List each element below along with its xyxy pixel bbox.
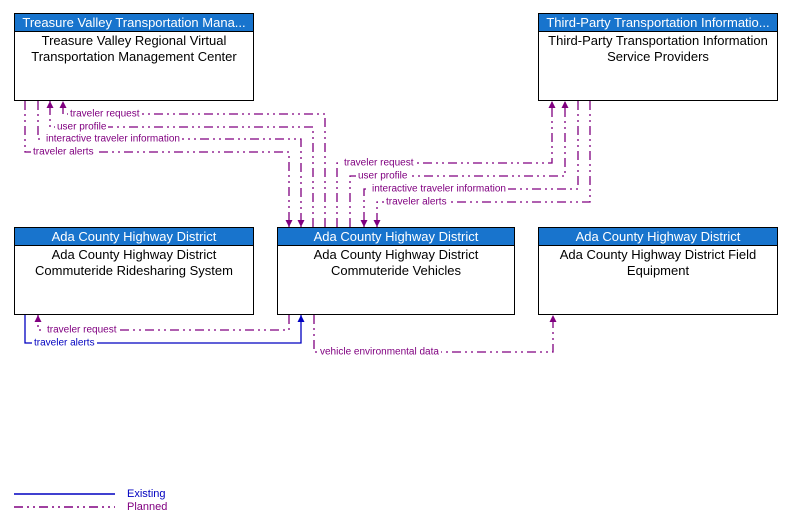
flow-label-interactive-traveler-information[interactable]: interactive traveler information <box>44 133 182 145</box>
flow-label-interactive-traveler-information[interactable]: interactive traveler information <box>370 183 508 195</box>
flow-arrowhead <box>360 220 368 227</box>
entity-box-commuteride-vehicles[interactable]: Ada County Highway District Ada County H… <box>277 227 515 315</box>
flow-label-traveler-alerts[interactable]: traveler alerts <box>384 196 449 208</box>
flow-arrowhead <box>34 315 42 322</box>
entity-box-commuteride-ridesharing[interactable]: Ada County Highway District Ada County H… <box>14 227 254 315</box>
flow-line-user-profile <box>49 101 314 227</box>
entity-box-treasure-valley-tmc[interactable]: Treasure Valley Transportation Mana... T… <box>14 13 254 101</box>
flow-label-user-profile[interactable]: user profile <box>55 121 109 133</box>
flow-arrowhead <box>549 315 557 322</box>
entity-header: Treasure Valley Transportation Mana... <box>15 14 253 32</box>
flow-arrowhead <box>46 101 54 108</box>
entity-header: Ada County Highway District <box>539 228 777 246</box>
legend-label-existing: Existing <box>127 488 166 500</box>
flow-line-traveler-request <box>336 101 553 227</box>
flow-arrowhead <box>297 220 305 227</box>
entity-body-text: Ada County Highway District Commuteride … <box>313 247 479 278</box>
flow-arrowhead <box>548 101 556 108</box>
entity-body-text: Third-Party Transportation Information S… <box>548 33 768 64</box>
flow-label-vehicle-environmental-data[interactable]: vehicle environmental data <box>318 346 441 358</box>
flow-line-traveler-alerts <box>24 315 302 344</box>
entity-box-field-equipment[interactable]: Ada County Highway District Ada County H… <box>538 227 778 315</box>
flow-label-user-profile[interactable]: user profile <box>356 170 410 182</box>
flow-label-traveler-request[interactable]: traveler request <box>342 157 416 169</box>
legend-label-planned: Planned <box>127 501 168 513</box>
flow-line-traveler-request <box>37 315 290 331</box>
entity-header: Third-Party Transportation Informatio... <box>539 14 777 32</box>
flow-line-traveler-request <box>62 101 326 227</box>
entity-body-text: Ada County Highway District Field Equipm… <box>559 247 757 278</box>
flow-line-traveler-alerts <box>376 101 591 227</box>
entity-body-text: Treasure Valley Regional Virtual Transpo… <box>31 33 237 64</box>
flow-arrowhead <box>561 101 569 108</box>
flow-line-interactive-traveler-information <box>37 101 302 227</box>
flow-line-user-profile <box>349 101 566 227</box>
entity-header: Ada County Highway District <box>15 228 253 246</box>
flow-arrowhead <box>285 220 293 227</box>
entity-box-third-party-providers[interactable]: Third-Party Transportation Informatio...… <box>538 13 778 101</box>
flow-line-traveler-alerts <box>24 101 290 227</box>
flow-arrowhead <box>373 220 381 227</box>
flow-label-traveler-alerts[interactable]: traveler alerts <box>31 146 96 158</box>
flow-label-traveler-request[interactable]: traveler request <box>68 108 142 120</box>
entity-header: Ada County Highway District <box>278 228 514 246</box>
flow-label-traveler-request[interactable]: traveler request <box>45 324 119 336</box>
flow-label-traveler-alerts[interactable]: traveler alerts <box>32 337 97 349</box>
flow-arrowhead <box>59 101 67 108</box>
entity-body-text: Ada County Highway District Commuteride … <box>35 247 233 278</box>
flow-arrowhead <box>297 315 305 322</box>
